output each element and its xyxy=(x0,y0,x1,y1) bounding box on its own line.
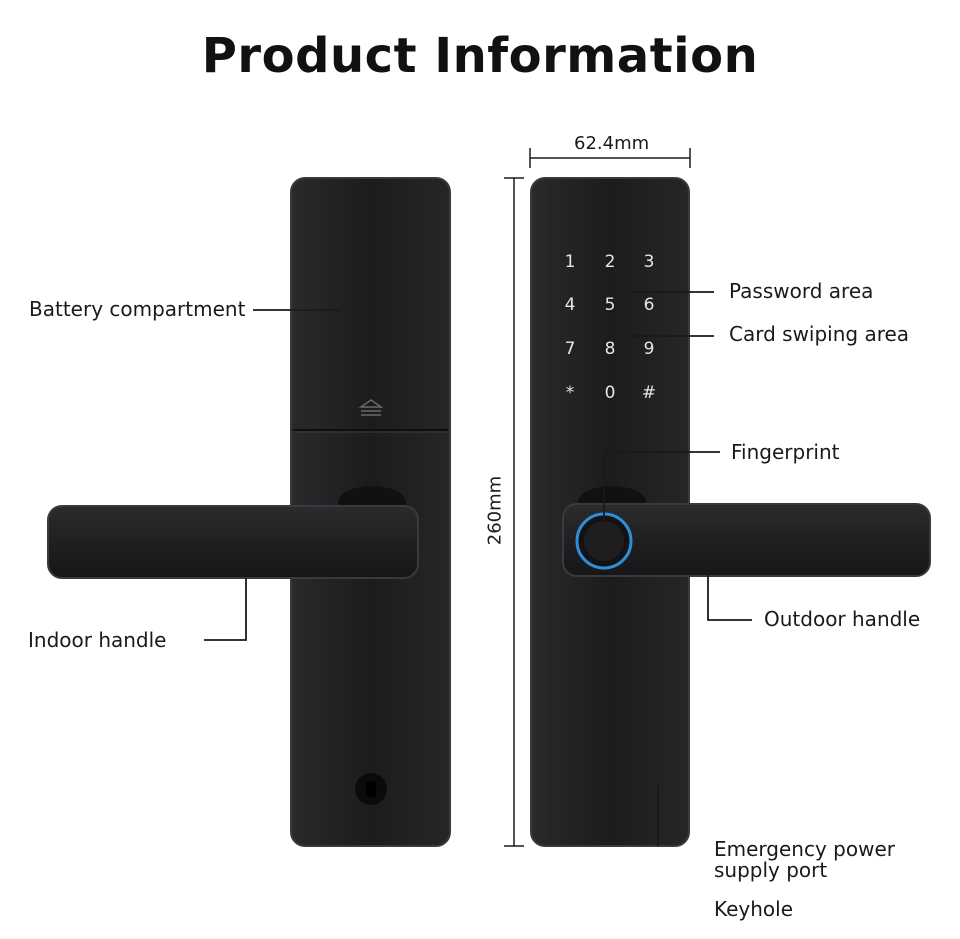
label-password-area: Password area xyxy=(729,279,874,303)
keypad-key-4: 4 xyxy=(564,295,576,315)
outdoor-handle xyxy=(562,503,931,577)
fingerprint-sensor-icon xyxy=(575,512,633,570)
label-battery-compartment: Battery compartment xyxy=(29,297,246,321)
keypad-key-0: 0 xyxy=(604,383,616,403)
keypad-key-star: * xyxy=(565,383,575,403)
height-dimension-label: 260mm xyxy=(484,475,506,546)
keypad-key-5: 5 xyxy=(604,295,616,315)
keypad-key-3: 3 xyxy=(643,252,655,272)
label-keyhole: Keyhole xyxy=(714,897,794,921)
eject-icon xyxy=(358,399,384,416)
label-emergency-power-line2: supply port xyxy=(714,858,828,882)
keypad-key-6: 6 xyxy=(643,295,655,315)
indoor-handle xyxy=(47,505,419,579)
keypad-key-7: 7 xyxy=(564,339,576,359)
keypad-key-2: 2 xyxy=(604,252,616,272)
label-card-swiping-area: Card swiping area xyxy=(729,322,910,346)
label-indoor-handle: Indoor handle xyxy=(28,628,167,652)
height-dimension xyxy=(504,177,524,847)
label-fingerprint: Fingerprint xyxy=(731,440,840,464)
keypad-key-1: 1 xyxy=(564,252,576,272)
label-outdoor-handle: Outdoor handle xyxy=(764,607,921,631)
label-emergency-power-line1: Emergency power xyxy=(714,837,895,861)
width-dimension-label: 62.4mm xyxy=(574,133,650,154)
leader-lines xyxy=(204,291,752,846)
keypad-key-9: 9 xyxy=(643,339,655,359)
keypad-key-hash: # xyxy=(641,383,657,403)
page-title: Product Information xyxy=(201,28,759,84)
keypad-key-8: 8 xyxy=(604,339,616,359)
keyhole-icon xyxy=(355,773,387,805)
width-dimension xyxy=(529,148,691,168)
